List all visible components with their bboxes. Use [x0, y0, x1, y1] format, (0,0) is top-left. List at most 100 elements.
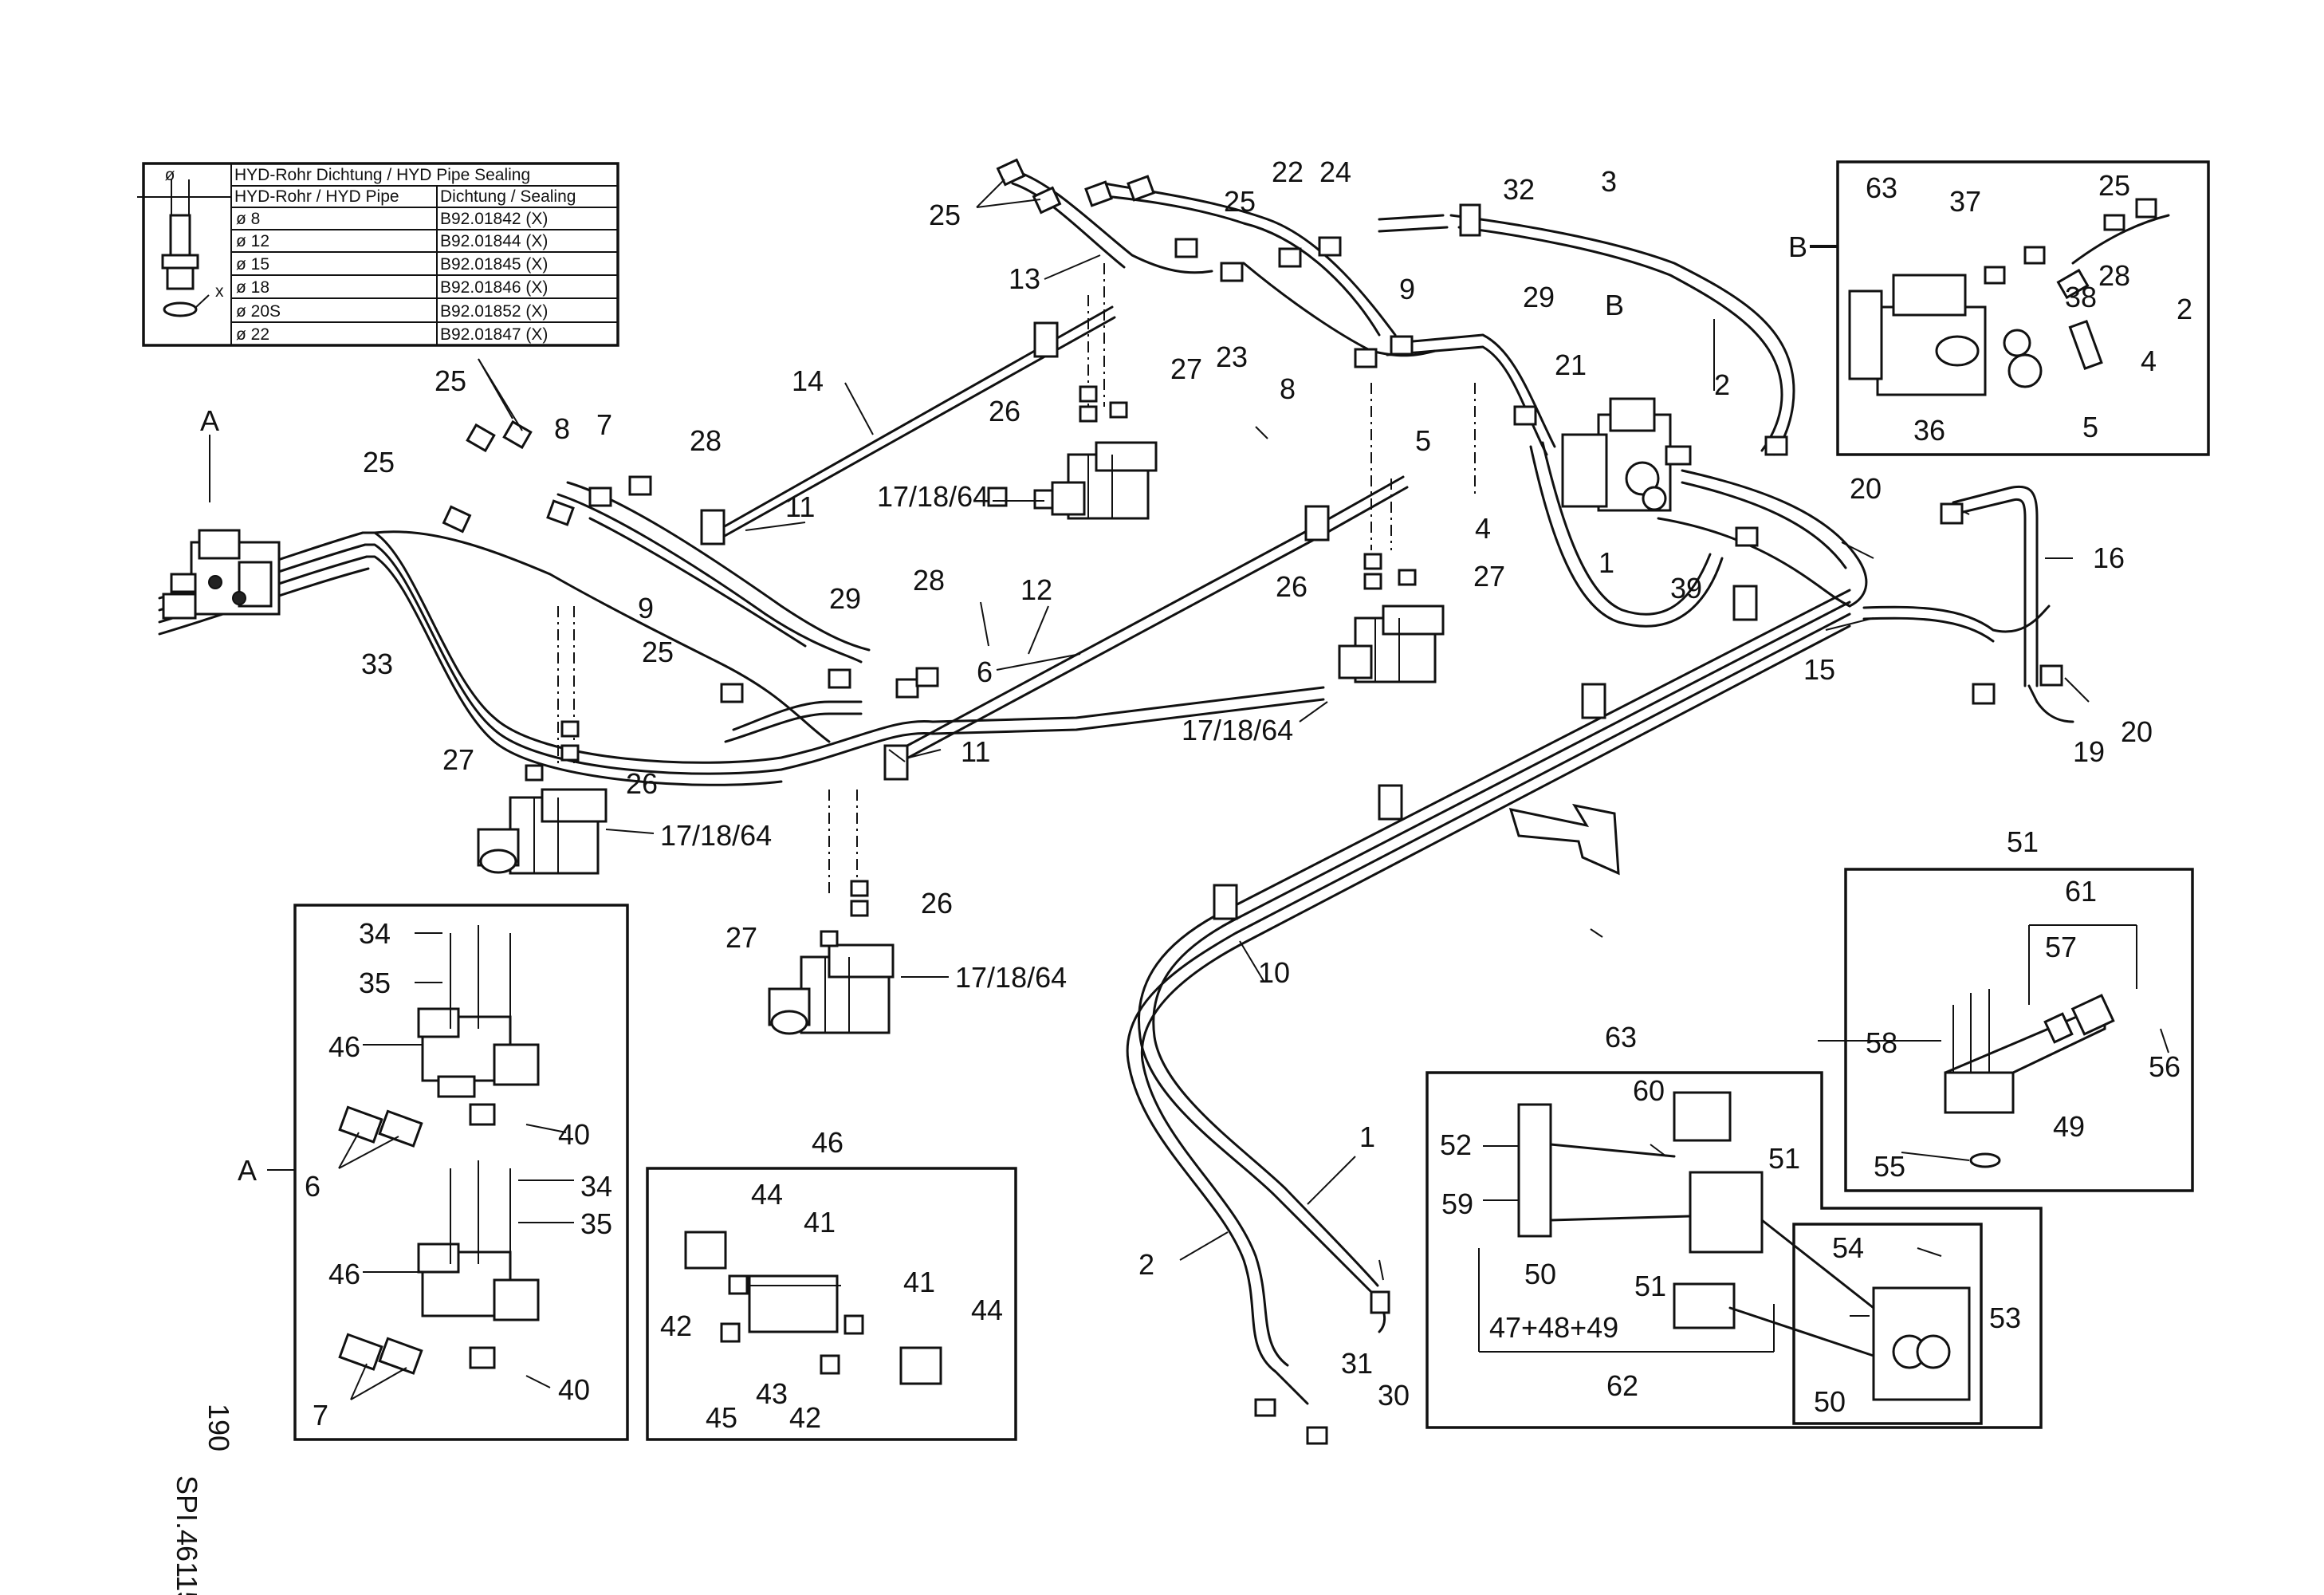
table-row-seal: B92.01844 (X)	[440, 232, 548, 250]
callout-22: 22	[1272, 156, 1304, 188]
fitting-20b	[2039, 664, 2063, 687]
callout-5: 5	[1415, 424, 1431, 457]
fitting-end	[1370, 1290, 1390, 1314]
callout-8: 8	[554, 412, 570, 445]
pipe-clamps	[700, 203, 1758, 920]
callout-40b: 40	[558, 1373, 590, 1406]
callout-19: 19	[2073, 735, 2105, 768]
callout-3: 3	[1601, 165, 1617, 198]
callout-40: 40	[558, 1118, 590, 1151]
table-diameter-symbol: ø	[165, 166, 175, 184]
table-row-pipe: ø 15	[236, 255, 269, 274]
callout-35b: 35	[580, 1207, 612, 1240]
callout-50b: 50	[1814, 1385, 1846, 1418]
table-row-pipe: ø 20S	[236, 302, 281, 321]
callout-44b: 44	[971, 1294, 1003, 1326]
callout-13: 13	[1009, 262, 1040, 295]
fitting-30	[1306, 1426, 1328, 1445]
callout-25a: 25	[929, 199, 961, 231]
callout-37: 37	[1949, 185, 1981, 218]
hydraulic-motor-1	[477, 788, 608, 875]
view-label-a: A	[200, 404, 219, 437]
clamp-10c	[1213, 884, 1238, 920]
callout-53: 53	[1989, 1302, 2021, 1334]
detail-box-51	[1844, 868, 2194, 1192]
callout-24: 24	[1319, 156, 1351, 188]
callout-14: 14	[792, 364, 824, 397]
callout-4: 4	[1475, 512, 1491, 545]
callout-26a: 26	[989, 395, 1020, 427]
callout-25e: 25	[642, 636, 674, 668]
callout-28c: 28	[2098, 259, 2130, 292]
callout-28: 28	[690, 424, 722, 457]
callout-27c: 27	[442, 743, 474, 776]
table-row-seal: B92.01846 (X)	[440, 278, 548, 297]
callout-20: 20	[1850, 472, 1882, 505]
clamp-32	[1459, 203, 1481, 237]
callout-42: 42	[660, 1309, 692, 1342]
fittings	[442, 158, 2063, 1445]
callout-motor-b: 17/18/64	[1182, 714, 1293, 746]
callout-62: 62	[1606, 1369, 1638, 1402]
table-row-pipe: ø 22	[236, 325, 269, 344]
detail-box-a	[267, 904, 629, 1441]
clamp-12	[1304, 505, 1330, 542]
clamp-10b	[1378, 784, 1403, 821]
valve-stack-lower	[338, 1160, 540, 1375]
callout-23: 23	[1216, 341, 1248, 373]
callout-44: 44	[751, 1178, 783, 1211]
callout-51: 51	[1768, 1142, 1800, 1175]
callout-20b: 20	[2121, 715, 2153, 748]
callout-33: 33	[361, 648, 393, 680]
callout-58: 58	[1866, 1026, 1897, 1059]
detail-box-b	[1810, 160, 2210, 456]
callout-motor-a: 17/18/64	[877, 480, 989, 513]
callout-29b: 29	[1523, 281, 1555, 313]
callout-51-box: 51	[2007, 825, 2039, 858]
callout-41: 41	[804, 1206, 836, 1239]
table-header-main: HYD-Rohr Dichtung / HYD Pipe Sealing	[234, 166, 530, 184]
callout-9b: 9	[1399, 273, 1415, 305]
fitting-31	[1254, 1398, 1276, 1417]
nut-stacks	[525, 385, 1417, 947]
pipe-routing	[158, 170, 2074, 1405]
callout-motor-c: 17/18/64	[660, 819, 772, 852]
hydraulic-motor-2	[768, 943, 895, 1035]
callout-52: 52	[1440, 1128, 1472, 1161]
callout-labels: A A B B 1 1 2 2 2 3 4 4 5 5 6 6 7 7 8 8 …	[171, 156, 2192, 1595]
callout-42b: 42	[789, 1401, 821, 1434]
callout-46: 46	[328, 1030, 360, 1063]
callout-57: 57	[2045, 931, 2077, 963]
callout-54: 54	[1832, 1231, 1864, 1264]
table-header-pipe: HYD-Rohr / HYD Pipe	[234, 187, 399, 206]
callout-16: 16	[2093, 542, 2125, 574]
drawing-code: SPI.46115	[171, 1475, 203, 1595]
clamp-11b	[883, 744, 909, 781]
direction-arrow-icon	[1508, 803, 1620, 876]
callout-5b: 5	[2082, 411, 2098, 443]
leader-lines	[209, 179, 2169, 1400]
callout-7b: 7	[313, 1399, 328, 1432]
view-label-a-detail: A	[238, 1154, 257, 1187]
valve-stack-upper	[338, 925, 540, 1148]
callout-26b: 26	[1276, 570, 1307, 603]
callout-25b: 25	[1224, 185, 1256, 218]
table-row-seal: B92.01845 (X)	[440, 255, 548, 274]
callout-12: 12	[1020, 573, 1052, 606]
hydraulic-motor-4	[1338, 605, 1445, 683]
fitting-sketch-icon	[137, 179, 231, 317]
clamp-10a	[1581, 683, 1606, 719]
callout-25f: 25	[2098, 169, 2130, 202]
callout-21: 21	[1555, 349, 1587, 381]
callout-2c: 2	[2177, 293, 2192, 325]
sealing-table: ø x HYD-Rohr Dichtung / HYD Pipe Sealing…	[137, 162, 619, 347]
callout-27a: 27	[1170, 352, 1202, 385]
callout-63: 63	[1605, 1021, 1637, 1053]
callout-11: 11	[785, 490, 815, 523]
table-row-pipe: ø 18	[236, 278, 269, 297]
fitting-20a	[1940, 502, 1964, 525]
callout-50: 50	[1524, 1258, 1556, 1290]
callout-2b: 2	[1714, 368, 1730, 401]
callout-28b: 28	[913, 564, 945, 597]
callout-34b: 34	[580, 1170, 612, 1203]
